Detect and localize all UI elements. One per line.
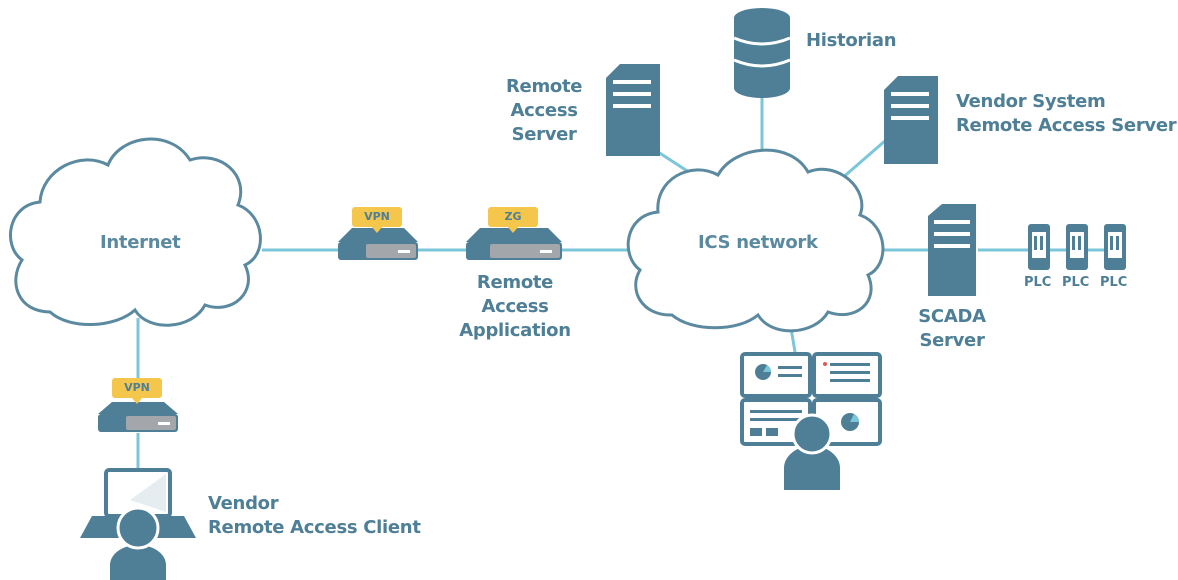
link-ics-vendor-server [839,138,887,182]
plc-label-2: PLC [1062,275,1090,290]
plc-label-3: PLC [1100,275,1128,290]
scada-server-label: SCADA Server [912,305,992,353]
vendor-system-server-label-line-2: Remote Access Server [956,115,1177,136]
scada-server-label-line-1: SCADA [918,306,986,327]
historian-database-icon [733,8,791,98]
scada-server-icon [928,204,976,296]
remote-access-server-label-line-3: Server [511,124,577,145]
vendor-system-server-label: Vendor System Remote Access Server [956,90,1177,138]
vendor-laptop-icon [80,468,196,580]
remote-access-application-label: Remote Access Application [456,271,574,343]
scada-server-label-line-2: Server [919,330,985,351]
remote-access-application-label-line-1: Remote [476,272,554,293]
plc-device-icon-2 [1066,224,1088,270]
historian-label: Historian [806,30,897,51]
zg-badge: ZG [488,207,538,233]
operator-workstation-icon [740,352,882,490]
vendor-system-server-label-line-1: Vendor System [956,91,1106,112]
zg-appliance-icon [466,228,562,260]
remote-access-application-label-line-2: Access [481,296,549,317]
internet-cloud [8,137,262,327]
remote-access-server-label: Remote Access Server [506,75,583,147]
remote-access-server-label-line-1: Remote [506,76,583,97]
vendor-client-label-line-2: Remote Access Client [208,517,421,538]
plc-device-icon-1 [1028,224,1050,270]
vpn-client-badge: VPN [112,378,162,404]
internet-cloud-label: Internet [100,232,181,253]
vpn-client-appliance-icon [98,402,178,432]
ics-network-cloud [626,148,885,333]
plc-device-icon-3 [1104,224,1126,270]
plc-label-1: PLC [1024,275,1052,290]
vpn-badge: VPN [352,207,402,233]
vendor-system-server-icon [884,76,938,164]
ics-network-cloud-label: ICS network [698,232,818,253]
remote-access-server-label-line-2: Access [510,100,578,121]
vpn-appliance-icon [338,228,418,260]
remote-access-application-label-line-3: Application [459,320,571,341]
remote-access-server-icon [606,64,660,156]
vendor-client-label: Vendor Remote Access Client [208,492,421,540]
vendor-client-label-line-1: Vendor [208,493,279,514]
